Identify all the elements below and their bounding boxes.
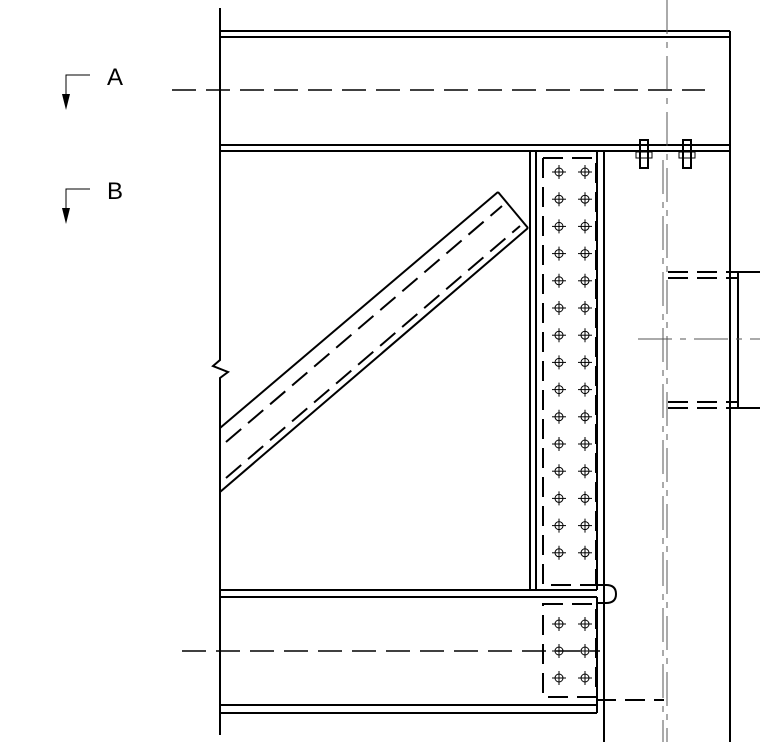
bolt-symbol: [578, 545, 592, 560]
bolt-symbol: [578, 192, 592, 207]
anchor-bolts: [635, 139, 696, 169]
bolt-symbol: [578, 165, 592, 179]
section-marker-a: A: [62, 64, 123, 110]
bolt-symbol: [552, 617, 566, 631]
bolt-symbol: [552, 545, 566, 560]
column: [603, 0, 731, 742]
bolt-symbol: [552, 165, 566, 179]
section-label-a: A: [107, 64, 123, 91]
bolt-symbol: [552, 382, 566, 397]
bolt-symbol: [578, 437, 592, 451]
bolt-symbol: [552, 671, 566, 685]
bolt-symbol: [552, 491, 566, 506]
diagonal-brace: [219, 191, 529, 493]
bolt-symbol: [552, 273, 566, 288]
bolt-symbol: [578, 491, 592, 506]
bolt-symbol: [552, 246, 566, 261]
bolt-symbol: [552, 409, 566, 424]
left-break-line: [211, 8, 231, 735]
bolt-symbol: [578, 273, 592, 288]
bolt-symbol: [578, 464, 592, 479]
right-beam-stub: [638, 271, 760, 409]
vertical-connection-plate: [542, 157, 597, 586]
bolt-symbol: [578, 644, 592, 658]
vertical-stiffener: [529, 151, 598, 590]
bolt-symbol: [578, 301, 592, 315]
lower-connection-plate: [542, 603, 597, 698]
bolt-symbol: [578, 518, 592, 533]
bolt-symbol: [552, 437, 566, 451]
bolt-symbol: [578, 328, 592, 343]
section-marker-b: B: [62, 178, 123, 224]
bolt-symbol: [552, 518, 566, 533]
bolt-symbol: [578, 671, 592, 685]
bolt-symbol: [552, 464, 566, 479]
bolt-symbol: [552, 644, 566, 658]
section-label-b: B: [107, 178, 123, 205]
bolt-symbol: [552, 219, 566, 234]
plate-tab: [596, 584, 618, 604]
bolt-symbol: [552, 192, 566, 207]
bolt-symbol: [552, 328, 566, 343]
top-beam: [220, 30, 731, 152]
bolt-symbol: [578, 409, 592, 424]
bolt-symbol: [578, 382, 592, 397]
bolt-group-lower-plate: [552, 617, 592, 685]
bolt-symbol: [578, 617, 592, 631]
bolt-symbol: [578, 246, 592, 261]
bolt-symbol: [578, 355, 592, 370]
bolt-group-vertical-plate: [552, 165, 592, 560]
bolt-symbol: [552, 301, 566, 315]
bolt-symbol: [552, 355, 566, 370]
bolt-symbol: [578, 219, 592, 234]
